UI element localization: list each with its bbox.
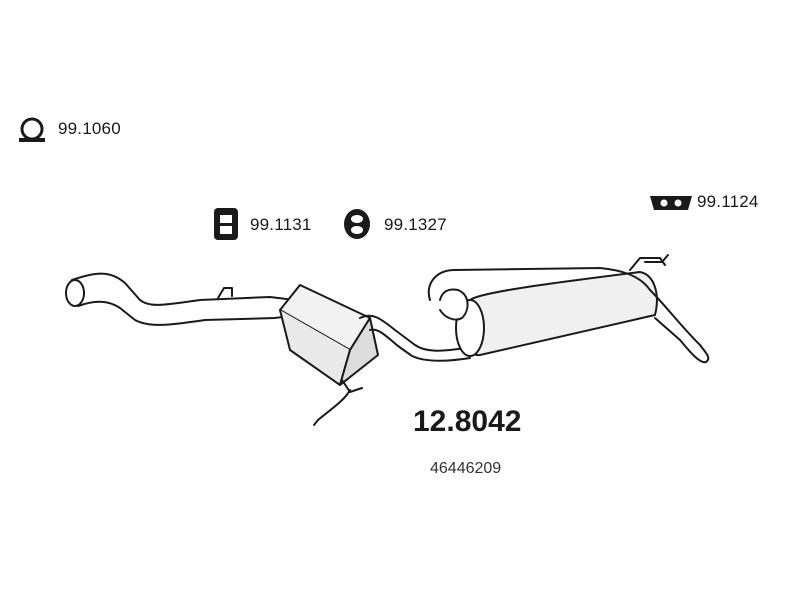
rear-silencer bbox=[427, 254, 710, 364]
product-code: 12.8042 bbox=[413, 405, 522, 438]
rubber-mount-square-icon bbox=[214, 208, 238, 240]
oem-number: 46446209 bbox=[430, 460, 502, 477]
front-pipe bbox=[65, 272, 296, 326]
part-code-clamp: 99.1060 bbox=[58, 119, 121, 138]
part-code-bracket: 99.1124 bbox=[697, 192, 759, 211]
rubber-ring-icon bbox=[344, 209, 370, 239]
intermediate-pipe bbox=[359, 314, 471, 362]
part-code-rubber-ring: 99.1327 bbox=[384, 215, 447, 234]
pipe-clamp-icon bbox=[19, 117, 45, 142]
centre-silencer bbox=[279, 284, 379, 426]
part-code-rubber-mount-square: 99.1131 bbox=[250, 215, 312, 234]
mounting-bracket-icon bbox=[650, 196, 692, 210]
